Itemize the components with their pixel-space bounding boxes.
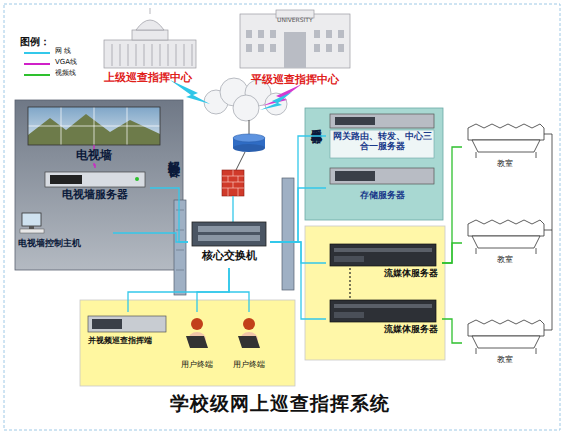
uplink-wire — [236, 152, 245, 170]
terminal-panel — [80, 300, 295, 386]
connector-wire — [113, 233, 188, 242]
legend-swatch — [24, 63, 50, 65]
node-label: 电视墙 — [25, 149, 163, 163]
node-label: 并视频巡查指挥端 — [88, 336, 172, 345]
node-label: 电视墙服务器 — [40, 189, 150, 202]
legend-heading: 图例： — [20, 36, 50, 48]
connector-wire — [150, 188, 188, 242]
node-label: 教室 — [462, 159, 548, 168]
node-label: 存储服务器 — [330, 190, 434, 200]
wireless-bolt — [260, 92, 292, 110]
server-icon — [330, 168, 434, 184]
core-switch: 核心交换机 — [188, 216, 270, 268]
display-group: 解码设备电视墙电视墙服务器电视墙控制主机 — [15, 100, 183, 270]
access-switch-rack — [282, 178, 294, 290]
server-icon — [88, 316, 166, 332]
building-icon — [104, 8, 196, 68]
server-panel — [305, 108, 443, 220]
server-box: 存储服务器 — [326, 166, 438, 210]
connector-wire — [197, 268, 229, 312]
connector-wire — [442, 319, 462, 343]
diagram-title: 学校级网上巡查指挥系统 — [80, 393, 480, 415]
dvr-icon — [330, 244, 436, 266]
rack-ports — [176, 210, 184, 270]
connector-wire — [270, 188, 326, 242]
node-label: 流媒体服务器 — [376, 268, 438, 278]
node-label: 上级巡查指挥中心 — [88, 72, 208, 85]
node-label: 系统服务器 — [309, 120, 322, 125]
video-wall-icon — [28, 107, 160, 150]
building-icon — [240, 10, 350, 68]
connector-wire — [442, 147, 462, 263]
classroom-chain — [544, 134, 552, 330]
node-label: 用户终端 — [224, 360, 274, 369]
outer-frame — [4, 4, 560, 430]
legend-swatch — [24, 74, 50, 76]
user-icon — [186, 318, 208, 348]
computer-icon — [20, 213, 44, 233]
control-host: 电视墙控制主机 — [18, 212, 113, 254]
uplink-wire — [249, 120, 250, 136]
legend-label: 视频线 — [55, 69, 76, 77]
server-icon — [45, 172, 145, 187]
node-label: 流媒体服务器 — [376, 324, 438, 334]
classroom: 教室 — [462, 318, 548, 368]
firewall-icon — [222, 170, 244, 196]
classroom: 教室 — [462, 218, 548, 268]
user-terminal: 用户终端 — [224, 312, 274, 372]
router-icon — [233, 134, 265, 152]
classroom-camera — [468, 220, 544, 254]
node-label: 网关路由、转发、中心三合一服务器 — [330, 131, 434, 152]
media-server: 流媒体服务器 — [326, 296, 442, 342]
connector-wire — [229, 268, 249, 312]
command-center: 上级巡查指挥中心 — [88, 12, 208, 88]
legend-label: VGA线 — [55, 58, 77, 66]
user-terminal: 用户终端 — [172, 312, 222, 372]
node-label: 电视墙控制主机 — [18, 238, 113, 248]
classroom: 教室 — [462, 122, 548, 172]
server-box: 网关路由、转发、中心三合一服务器 — [326, 112, 438, 160]
node-label: 核心交换机 — [188, 250, 270, 263]
media-server: 流媒体服务器 — [326, 240, 442, 286]
connector-wire — [442, 243, 462, 263]
server-box: 电视墙服务器 — [40, 168, 150, 208]
node-label: 教室 — [462, 355, 548, 364]
display-panel — [15, 100, 183, 270]
media-panel — [305, 226, 445, 360]
server-group: 系统服务器网关路由、转发、中心三合一服务器存储服务器 — [305, 108, 443, 220]
connector-wire — [270, 136, 326, 242]
connector-wire — [94, 163, 95, 168]
legend-label: 网 线 — [55, 47, 71, 55]
connector-wire — [128, 268, 229, 312]
connector-wire — [270, 242, 326, 319]
node-label: 平级巡查指挥中心 — [230, 74, 360, 87]
node-label: 解码设备 — [166, 152, 180, 156]
classroom-camera — [468, 320, 544, 354]
patrol-console: 并视频巡查指挥端 — [84, 312, 172, 356]
switch-icon — [192, 222, 266, 246]
network-wire — [232, 196, 233, 222]
user-icon — [238, 318, 260, 348]
cluster-link — [349, 268, 350, 300]
decoder-rack — [174, 200, 186, 295]
dvr-icon — [330, 300, 436, 322]
node-label: 教室 — [462, 255, 548, 264]
node-label: 用户终端 — [172, 360, 222, 369]
video-wall: 电视墙 — [25, 105, 163, 163]
wireless-bolt — [262, 84, 302, 106]
legend-swatch — [24, 52, 50, 54]
building-sign: UNIVERSITY — [277, 17, 313, 24]
connector-wire — [270, 242, 326, 263]
server-icon — [330, 114, 434, 158]
classroom-camera — [468, 124, 544, 158]
